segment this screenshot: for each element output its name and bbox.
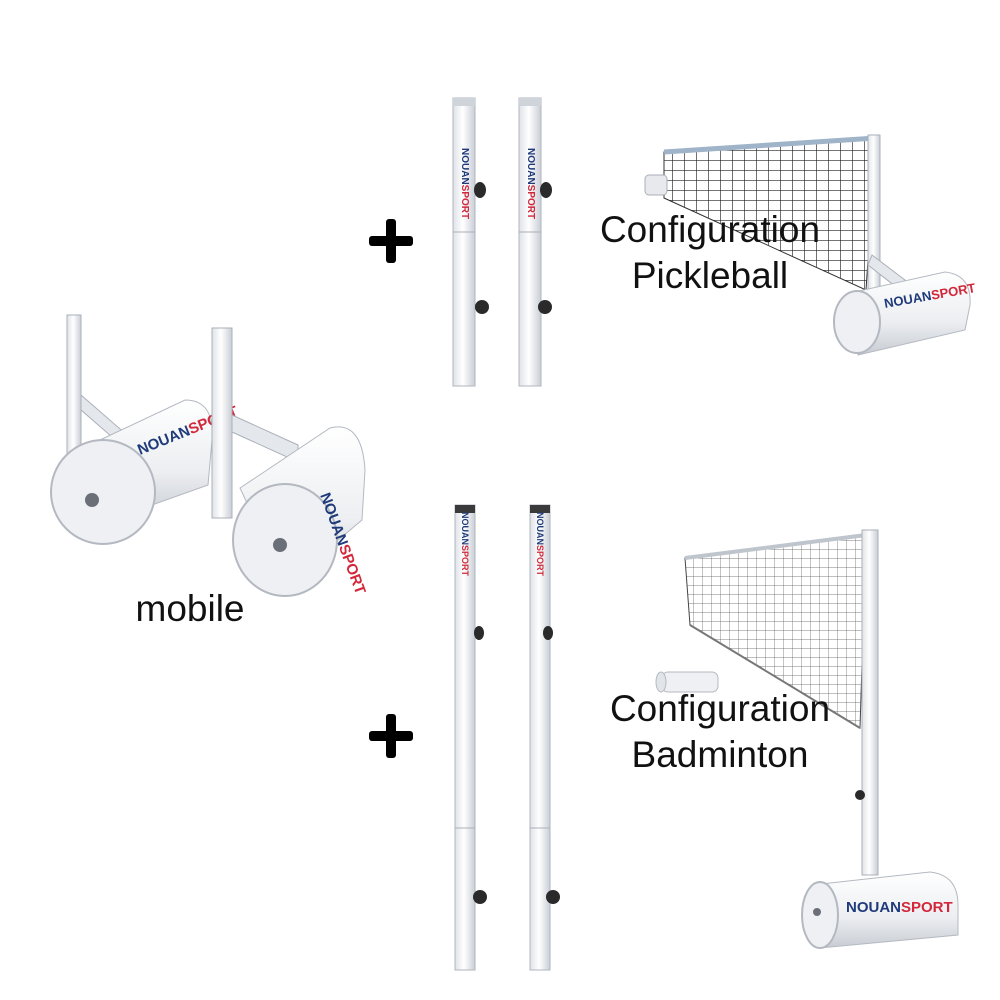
knob-icon <box>474 182 486 198</box>
knob-icon <box>540 182 552 198</box>
mobile-base-right: NOUANSPORT <box>211 327 369 597</box>
knob-icon <box>543 626 553 640</box>
bolt-icon <box>273 538 287 552</box>
badminton-config-label: Configuration Badminton <box>590 686 850 778</box>
knob-icon <box>546 890 560 904</box>
pickleball-post-right: NOUANSPORT <box>518 97 552 387</box>
badminton-net-assembly: NOUANSPORT <box>655 529 959 949</box>
bolt-icon <box>813 908 821 916</box>
badminton-label-line1: Configuration <box>609 688 831 729</box>
knob-icon <box>538 300 552 314</box>
knob-icon <box>855 790 865 800</box>
mobile-label: mobile <box>135 588 245 629</box>
svg-text:NOUANSPORT: NOUANSPORT <box>535 512 545 577</box>
pickleball-config-label: Configuration Pickleball <box>580 207 840 299</box>
knob-icon <box>475 300 489 314</box>
plus-icon <box>369 714 413 758</box>
knob-icon <box>473 890 487 904</box>
badminton-post-right: NOUANSPORT <box>529 504 560 971</box>
bolt-icon <box>85 493 99 507</box>
pickleball-label-line2: Pickleball <box>631 255 789 296</box>
svg-text:NOUANSPORT: NOUANSPORT <box>460 512 470 577</box>
badminton-label-line2: Badminton <box>631 734 809 775</box>
svg-text:NOUANSPORT: NOUANSPORT <box>525 148 536 219</box>
pickleball-post-left: NOUANSPORT <box>452 97 489 387</box>
svg-text:NOUANSPORT: NOUANSPORT <box>846 899 953 916</box>
badminton-post-left: NOUANSPORT <box>454 504 487 971</box>
plus-icon <box>369 219 413 263</box>
pickleball-net-assembly: NOUANSPORT <box>644 134 977 356</box>
svg-text:NOUANSPORT: NOUANSPORT <box>459 148 470 219</box>
pickleball-label-line1: Configuration <box>599 209 821 250</box>
knob-icon <box>474 626 484 640</box>
